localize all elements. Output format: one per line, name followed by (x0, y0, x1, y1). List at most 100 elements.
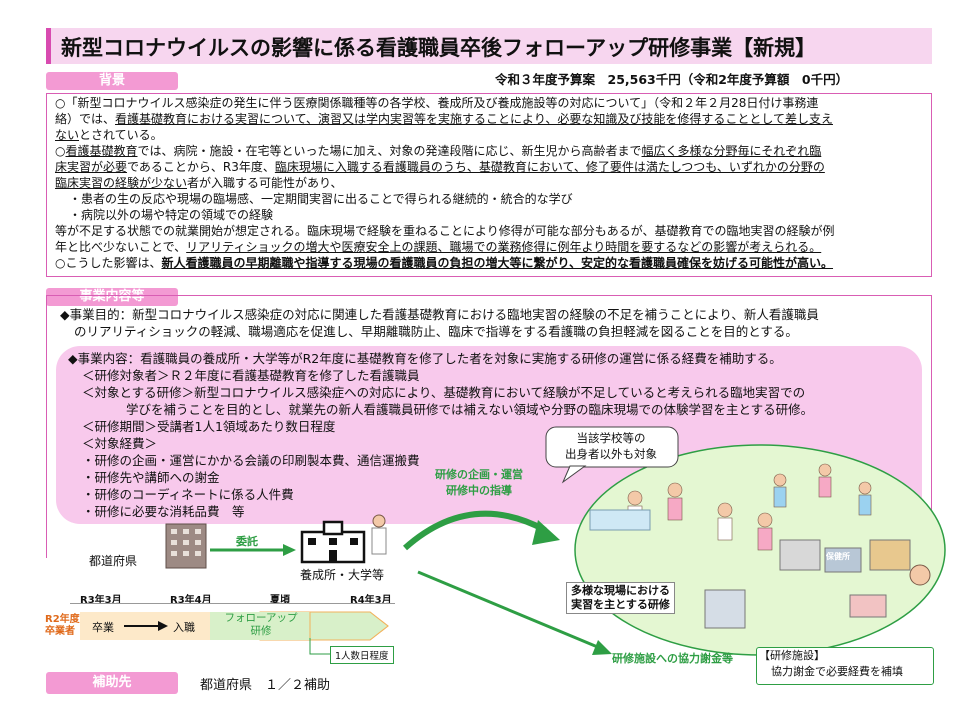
content-tag: 事業内容等 (46, 288, 178, 306)
bg-text: 年と比べ少ないことで、 (55, 240, 187, 254)
bg-text: 者が入職する可能性があり、 (187, 176, 343, 190)
detail-heading: ◆事業内容：看護職員の養成所・大学等がR2年度に基礎教育を修了した者を対象に実施… (68, 351, 782, 366)
prefecture-label: 都道府県 (89, 554, 138, 568)
bg-text: であることから、R3年度、 (127, 160, 275, 174)
timeline-month-4: R4年3月 (350, 595, 392, 606)
speech-bubble: 当該学校等の 出身者以外も対象 (552, 430, 670, 462)
bg-underline: ない (55, 128, 80, 142)
bg-underline: 臨床現場に入職する看護職員のうち、基礎教育において、修了要件は満たしつつも、いず… (274, 160, 825, 174)
health-center-label: 保健所 (826, 552, 850, 561)
bg-line-5: 床実習が必要であることから、R3年度、臨床現場に入職する看護職員のうち、基礎教育… (55, 160, 825, 176)
bg-line-7: ・患者の生の反応や現場の臨場感、一定期間実習に出ることで得られる継続的・統合的な… (69, 192, 573, 206)
thanks-arrow (417, 570, 601, 650)
detail-cost-4: ・研修に必要な消耗品費 等 (82, 504, 245, 519)
nurse-icon (371, 514, 387, 555)
timeline-step-3: フォローアップ 研修 (216, 612, 306, 638)
bubble-line-2: 出身者以外も対象 (565, 447, 657, 461)
timeline-followup-arrow (309, 611, 389, 641)
timeline-group-label: R2年度 卒業者 (45, 614, 80, 638)
planning-label-2: 研修中の指導 (446, 484, 512, 497)
timeline-step-arrow-head (158, 621, 168, 631)
playground-icon (849, 594, 887, 618)
wheelchair-icon (909, 564, 931, 586)
bg-text: ○こうした影響は、 (55, 256, 162, 270)
timeline-note-connector (309, 638, 330, 655)
purpose-line-1: ◆事業目的：新型コロナウイルス感染症の対応に関連した看護基礎教育における臨地実習… (60, 307, 819, 322)
timeline-month-2: R3年4月 (170, 595, 212, 606)
thanks-label: 研修施設への協力謝金等 (612, 652, 733, 665)
field-label-1: 多様な現場における (571, 584, 670, 597)
building-icon (779, 539, 821, 571)
group-label-2: 卒業者 (45, 626, 75, 637)
thanks-arrow-head (592, 640, 612, 655)
bg-underline: 看護基礎教育 (65, 144, 138, 158)
subsidy-text: 都道府県 １／２補助 (200, 678, 331, 693)
bg-line-2: 絡）では、看護基礎教育における実習について、演習又は学内実習等を実施することによ… (55, 112, 833, 128)
bg-text: とされている。 (79, 128, 163, 142)
bg-text: ○ (55, 144, 66, 158)
detail-period: ＜研修期間＞受講者1人1領域あたり数日程度 (82, 419, 336, 434)
group-label-1: R2年度 (45, 614, 80, 625)
planning-label: 研修の企画・運営 研修中の指導 (435, 466, 523, 498)
background-box: ○「新型コロナウイルス感染症の発生に伴う医療関係職種等の各学校、養成所及び養成施… (46, 93, 932, 277)
field-label-box: 多様な現場における 実習を主とする研修 (566, 582, 675, 614)
followup-label-1: フォローアップ (224, 612, 298, 624)
detail-target: ＜研修対象者＞Ｒ２年度に看護基礎教育を修了した看護職員 (82, 368, 420, 383)
bg-line-1: ○「新型コロナウイルス感染症の発生に伴う医療関係職種等の各学校、養成所及び養成施… (55, 96, 819, 110)
bg-text: 絡）では、 (55, 112, 116, 126)
timeline-divider (70, 603, 395, 604)
bg-underline: 床実習が必要 (55, 160, 128, 174)
content-box (46, 295, 932, 558)
facility-label-2: 協力謝金で必要経費を補填 (771, 665, 903, 678)
timeline-step-2: 入職 (173, 621, 195, 634)
speech-bubble-shape (545, 426, 679, 484)
prefecture-building-icon (165, 523, 207, 569)
timeline-month-3: 夏頃 (270, 595, 290, 606)
detail-subject-2: 学びを補うことを目的とし、就業先の新人看護職員研修では補えない領域や分野の臨床現… (126, 402, 814, 417)
bg-line-10: 年と比べ少ないことで、リアリティショックの増大や医療安全上の課題、職場での業務修… (55, 240, 821, 256)
bg-underline: 看護基礎教育における実習について、演習又は学内実習等を実施することにより、必要な… (115, 112, 833, 126)
bg-line-3: ないとされている。 (55, 128, 163, 144)
bubble-line-1: 当該学校等の (576, 431, 646, 445)
health-center-icon (824, 547, 862, 573)
detail-cost-1: ・研修の企画・運営にかかる会議の印刷製本費、通信運搬費 (82, 453, 420, 468)
planning-arrow (403, 510, 547, 551)
field-label-2: 実習を主とする研修 (571, 598, 670, 611)
bg-line-4: ○看護基礎教育では、病院・施設・在宅等といった場に加え、対象の発達段階に応じ、新… (55, 144, 821, 160)
bg-underline: 幅広く多様な分野毎にそれぞれ臨 (641, 144, 822, 158)
bg-line-11: ○こうした影響は、新人看護職員の早期離職や指導する現場の看護職員の負担の増大等に… (55, 256, 833, 272)
budget-text: 令和３年度予算案 25,563千円（令和2年度予算額 0千円） (495, 72, 849, 87)
bg-underline: 臨床実習の経験が少ない (55, 176, 188, 190)
nurse-figures (627, 463, 872, 551)
title-bar: 新型コロナウイルスの影響に係る看護職員卒後フォローアップ研修事業【新規】 (46, 28, 932, 64)
timeline-month-1: R3年3月 (80, 595, 122, 606)
school-building-icon (300, 520, 366, 564)
timeline-bar (80, 611, 389, 641)
school-icon (869, 539, 911, 571)
hospital-icon (704, 589, 746, 629)
page-title: 新型コロナウイルスの影響に係る看護職員卒後フォローアップ研修事業【新規】 (61, 36, 817, 60)
bg-text: では、病院・施設・在宅等といった場に加え、対象の発達段階に応じ、新生児から高齢者… (137, 144, 642, 158)
bed-icon (589, 509, 651, 531)
subsidy-tag: 補助先 (46, 672, 178, 694)
entrust-arrow-head (283, 544, 296, 556)
detail-cost-head: ＜対象経費＞ (82, 436, 158, 451)
timeline-step-1: 卒業 (92, 621, 114, 634)
detail-subject-1: ＜対象とする研修＞新型コロナウイルス感染症への対応により、基礎教育において経験が… (82, 385, 806, 400)
followup-label-2: 研修 (250, 625, 272, 637)
planning-arrow-head (532, 520, 560, 545)
background-tag: 背景 (46, 72, 178, 90)
detail-cost-3: ・研修のコーディネートに係る人件費 (82, 487, 294, 502)
facility-label-1: 【研修施設】 (759, 649, 825, 662)
bg-underline-bold: 新人看護職員の早期離職や指導する現場の看護職員の負担の増大等に繋がり、安定的な看… (161, 256, 834, 270)
purpose-line-2: のリアリティショックの軽減、職場適応を促進し、早期離職防止、臨床で指導をする看護… (74, 324, 798, 339)
timeline-followup-area (210, 612, 310, 640)
school-label: 養成所・大学等 (300, 568, 385, 582)
timeline-note: 1人数日程度 (330, 646, 394, 664)
bg-underline: リアリティショックの増大や医療安全上の課題、職場での業務修得に例年より時間を要す… (186, 240, 822, 254)
bg-line-6: 臨床実習の経験が少ない者が入職する可能性があり、 (55, 176, 343, 192)
facility-box: 【研修施設】 協力謝金で必要経費を補填 (756, 647, 934, 685)
entrust-label: 委託 (236, 535, 258, 548)
planning-label-1: 研修の企画・運営 (435, 468, 523, 481)
